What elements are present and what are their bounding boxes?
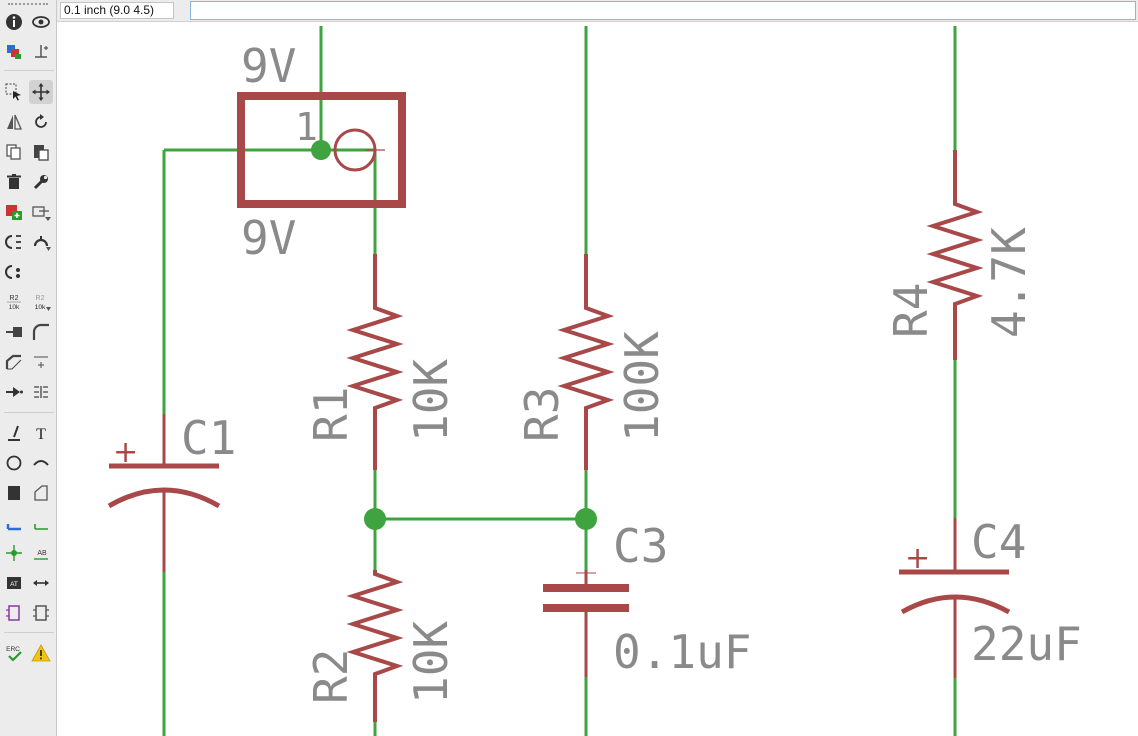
- junction-dot[interactable]: [575, 508, 597, 530]
- toolbar-separator: [4, 70, 54, 71]
- dimension-icon[interactable]: [29, 350, 53, 374]
- r3-value: 100K: [615, 331, 669, 442]
- r3-name: R3: [515, 387, 569, 442]
- toolbar-separator: [4, 412, 54, 413]
- resistor-r4[interactable]: R4 4.7K: [884, 150, 1036, 360]
- gate-swap-alt-icon[interactable]: [2, 260, 26, 284]
- c3-value: 0.1uF: [613, 625, 751, 679]
- r1-value: 10K: [404, 359, 458, 442]
- battery-label-top: 9V: [241, 39, 296, 93]
- erc-text: ERC: [6, 646, 20, 653]
- r2-value: 10K: [404, 621, 458, 704]
- properties-icon[interactable]: [29, 170, 53, 194]
- smash-icon[interactable]: [2, 320, 26, 344]
- label-icon[interactable]: AB: [29, 541, 53, 565]
- c1-name: C1: [181, 411, 236, 465]
- wire-icon[interactable]: [29, 380, 53, 404]
- split-icon[interactable]: [2, 350, 26, 374]
- attr-tool-text: AT: [10, 581, 18, 588]
- line-draw-icon[interactable]: [2, 421, 26, 445]
- r4-value: 4.7K: [982, 227, 1036, 338]
- delete-icon[interactable]: [2, 170, 26, 194]
- battery-label-bottom: 9V: [241, 211, 296, 265]
- replace-icon[interactable]: [29, 200, 53, 224]
- r2-name: R2: [304, 649, 358, 704]
- toolbar-grip[interactable]: [8, 3, 48, 9]
- erc-icon[interactable]: ERC: [2, 641, 26, 665]
- add-part-icon[interactable]: [2, 200, 26, 224]
- circle-icon[interactable]: [2, 451, 26, 475]
- junction-dot[interactable]: [311, 140, 331, 160]
- wires: [162, 26, 957, 736]
- net-icon[interactable]: [29, 511, 53, 535]
- r2-small-text: R2: [10, 295, 19, 302]
- grid-coordinate-readout: 0.1 inch (9.0 4.5): [60, 2, 174, 19]
- c4-value: 22uF: [971, 617, 1082, 671]
- bus-icon[interactable]: [2, 511, 26, 535]
- schematic-canvas[interactable]: 1 9V 9V + C1 R1 10K R2 10K R3 100K C3 0.…: [57, 22, 1138, 736]
- c4-polarity-mark: +: [905, 541, 930, 576]
- junction-dot[interactable]: [364, 508, 386, 530]
- c4-name: C4: [971, 515, 1026, 569]
- dimension-arrow-icon[interactable]: [29, 571, 53, 595]
- command-line-input[interactable]: [190, 1, 1136, 20]
- junction-icon[interactable]: [2, 541, 26, 565]
- paste-icon[interactable]: [29, 140, 53, 164]
- label-tool-text: AB: [37, 550, 47, 557]
- gate-swap-icon[interactable]: [29, 230, 53, 254]
- pin-swap-icon[interactable]: [2, 230, 26, 254]
- mark-icon[interactable]: [29, 40, 53, 64]
- capacitor-c3[interactable]: C3 0.1uF: [543, 519, 751, 679]
- resistor-r1[interactable]: R1 10K: [304, 254, 458, 470]
- capacitor-c1[interactable]: + C1: [107, 411, 236, 572]
- text-tool-glyph: T: [36, 426, 46, 443]
- attribute-icon[interactable]: AT: [2, 571, 26, 595]
- r4-name: R4: [884, 283, 938, 338]
- frame-icon[interactable]: [2, 601, 26, 625]
- polygon-icon[interactable]: [29, 481, 53, 505]
- mirror-icon[interactable]: [2, 110, 26, 134]
- layers-icon[interactable]: [2, 40, 26, 64]
- r2-small-text-dim: R2: [36, 295, 45, 302]
- show-icon[interactable]: [29, 10, 53, 34]
- text-icon[interactable]: T: [29, 421, 53, 445]
- resistor-r3[interactable]: R3 100K: [515, 254, 669, 470]
- battery-connector[interactable]: 1 9V 9V: [237, 39, 406, 265]
- battery-pin-label: 1: [295, 105, 318, 149]
- c1-polarity-mark: +: [113, 435, 138, 470]
- arc-icon[interactable]: [29, 451, 53, 475]
- toolbar-separator: [4, 632, 54, 633]
- rect-icon[interactable]: [2, 481, 26, 505]
- r2-value-text: 10k: [9, 304, 20, 311]
- c3-name: C3: [613, 519, 668, 573]
- miter-icon[interactable]: [29, 320, 53, 344]
- frame-alt-icon[interactable]: [29, 601, 53, 625]
- move-icon[interactable]: [29, 80, 53, 104]
- group-select-icon[interactable]: [2, 80, 26, 104]
- copy-icon[interactable]: [2, 140, 26, 164]
- rotate-icon[interactable]: [29, 110, 53, 134]
- warning-icon[interactable]: [29, 641, 53, 665]
- resistor-r2[interactable]: R2 10K: [304, 570, 458, 722]
- optimize-icon[interactable]: [2, 380, 26, 404]
- info-icon[interactable]: [2, 10, 26, 34]
- r1-name: R1: [304, 387, 358, 442]
- command-bar: 0.1 inch (9.0 4.5): [57, 0, 1138, 22]
- capacitor-c4[interactable]: + C4 22uF: [899, 515, 1082, 678]
- r2-value-text-dark: 10k: [35, 304, 46, 311]
